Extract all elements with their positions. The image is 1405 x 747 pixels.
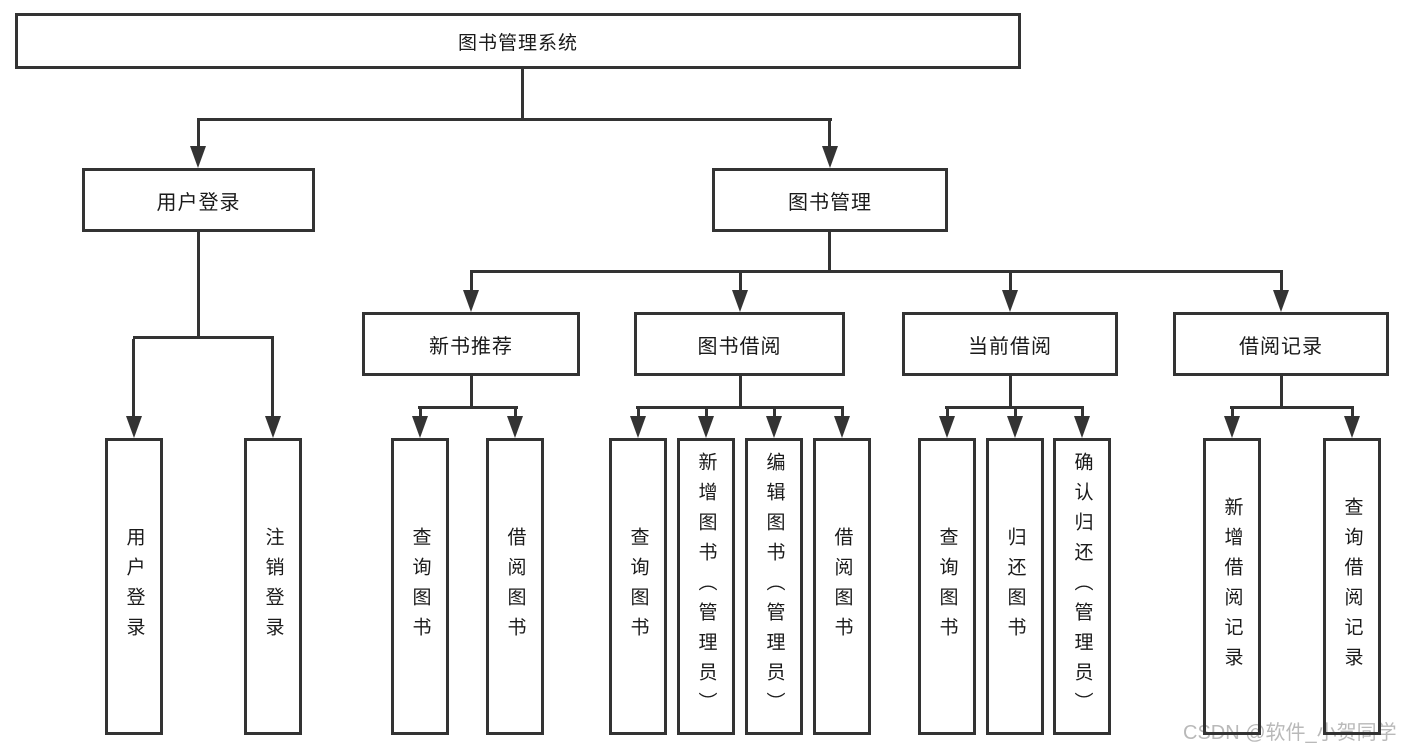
connector-drop-leaf-logout: [271, 339, 274, 416]
node-borrowing-records: 借阅记录: [1173, 312, 1389, 376]
node-label: 当前借阅: [968, 335, 1052, 358]
connector-drop-cb-confirm: [1081, 409, 1084, 416]
connector-drop-bb-edit: [773, 409, 776, 416]
leaf-label: 查询图书: [409, 526, 431, 647]
leaf-label: 查询借阅记录: [1341, 496, 1363, 677]
arrow-nb-borrow: [507, 416, 523, 438]
connector-drop-cb-query: [946, 409, 949, 416]
connector-user-login-bus: [133, 336, 274, 339]
node-label: 借阅记录: [1239, 335, 1323, 358]
node-label: 用户登录: [156, 191, 241, 214]
leaf-edit-books-admin: 编辑图书（管理员）: [745, 438, 803, 735]
node-book-borrowing: 图书借阅: [634, 312, 845, 376]
connector-drop-borrowing-records: [1280, 273, 1283, 290]
connector-drop-book-borrowing: [739, 273, 742, 290]
arrow-cb-return: [1007, 416, 1023, 438]
connector-drop-bb-borrow: [841, 409, 844, 416]
connector-level3-bus: [470, 270, 1283, 273]
leaf-borrow-books-borrowing: 借阅图书: [813, 438, 871, 735]
arrow-br-add: [1224, 416, 1240, 438]
leaf-label: 归还图书: [1004, 526, 1026, 647]
leaf-label: 新增图书（管理员）: [695, 451, 717, 722]
connector-book-borrowing-stub: [739, 376, 742, 406]
arrow-new-book: [463, 290, 479, 312]
leaf-query-borrow-record: 查询借阅记录: [1323, 438, 1381, 735]
connector-level2-bus: [197, 118, 832, 121]
connector-drop-book-management: [828, 121, 831, 146]
arrow-book-borrowing: [732, 290, 748, 312]
leaf-user-login: 用户登录: [105, 438, 163, 735]
connector-book-management-stub: [828, 232, 831, 270]
connector-root-stub: [521, 69, 524, 121]
node-label: 图书管理系统: [457, 32, 578, 54]
leaf-add-books-admin: 新增图书（管理员）: [677, 438, 735, 735]
leaf-logout: 注销登录: [244, 438, 302, 735]
leaf-label: 新增借阅记录: [1221, 496, 1243, 677]
arrow-nb-query: [412, 416, 428, 438]
leaf-label: 查询图书: [627, 526, 649, 647]
node-library-management-system: 图书管理系统: [15, 13, 1021, 69]
leaf-return-books: 归还图书: [986, 438, 1044, 735]
arrow-leaf-logout: [265, 416, 281, 438]
connector-current-borrowing-bus: [945, 406, 1084, 409]
connector-drop-bb-add: [705, 409, 708, 416]
arrow-cb-confirm: [1074, 416, 1090, 438]
connector-borrowing-records-bus: [1230, 406, 1354, 409]
arrow-bb-borrow: [834, 416, 850, 438]
arrow-book-management: [822, 146, 838, 168]
connector-drop-current-borrowing: [1009, 273, 1012, 290]
connector-drop-nb-borrow: [514, 409, 517, 416]
watermark: CSDN @软件_小贺同学: [1183, 722, 1397, 744]
connector-user-login-stub: [197, 232, 200, 336]
node-label: 图书借阅: [697, 335, 782, 358]
leaf-label: 确认归还（管理员）: [1071, 451, 1093, 722]
connector-drop-nb-query: [419, 409, 422, 416]
arrow-bb-query: [630, 416, 646, 438]
node-current-borrowing: 当前借阅: [902, 312, 1118, 376]
leaf-label: 注销登录: [262, 526, 284, 647]
node-label: 新书推荐: [429, 335, 513, 358]
connector-drop-br-query: [1351, 409, 1354, 416]
arrow-borrowing-records: [1273, 290, 1289, 312]
leaf-add-borrow-record: 新增借阅记录: [1203, 438, 1261, 735]
arrow-cb-query: [939, 416, 955, 438]
leaf-label: 查询图书: [936, 526, 958, 647]
leaf-label: 用户登录: [123, 526, 145, 647]
connector-current-borrowing-stub: [1009, 376, 1012, 406]
leaf-label: 借阅图书: [504, 526, 526, 647]
arrow-current-borrowing: [1002, 290, 1018, 312]
node-new-book-recommend: 新书推荐: [362, 312, 580, 376]
leaf-label: 编辑图书（管理员）: [763, 451, 785, 722]
connector-drop-user-login: [197, 121, 200, 146]
connector-drop-bb-query: [637, 409, 640, 416]
node-user-login: 用户登录: [82, 168, 315, 232]
connector-drop-new-book: [470, 273, 473, 290]
node-book-management: 图书管理: [712, 168, 948, 232]
arrow-br-query: [1344, 416, 1360, 438]
connector-new-book-bus: [418, 406, 518, 409]
leaf-confirm-return-admin: 确认归还（管理员）: [1053, 438, 1111, 735]
leaf-label: 借阅图书: [831, 526, 853, 647]
leaf-borrow-books-recommend: 借阅图书: [486, 438, 544, 735]
leaf-query-books-recommend: 查询图书: [391, 438, 449, 735]
connector-drop-cb-return: [1014, 409, 1017, 416]
connector-borrowing-records-stub: [1280, 376, 1283, 406]
leaf-query-books-borrowing: 查询图书: [609, 438, 667, 735]
connector-new-book-stub: [470, 376, 473, 406]
arrow-bb-edit: [766, 416, 782, 438]
node-label: 图书管理: [788, 191, 872, 214]
arrow-user-login: [190, 146, 206, 168]
arrow-bb-add: [698, 416, 714, 438]
connector-book-borrowing-bus: [636, 406, 844, 409]
leaf-query-books-current: 查询图书: [918, 438, 976, 735]
connector-drop-leaf-user-login: [132, 339, 135, 416]
connector-drop-br-add: [1231, 409, 1234, 416]
arrow-leaf-user-login: [126, 416, 142, 438]
